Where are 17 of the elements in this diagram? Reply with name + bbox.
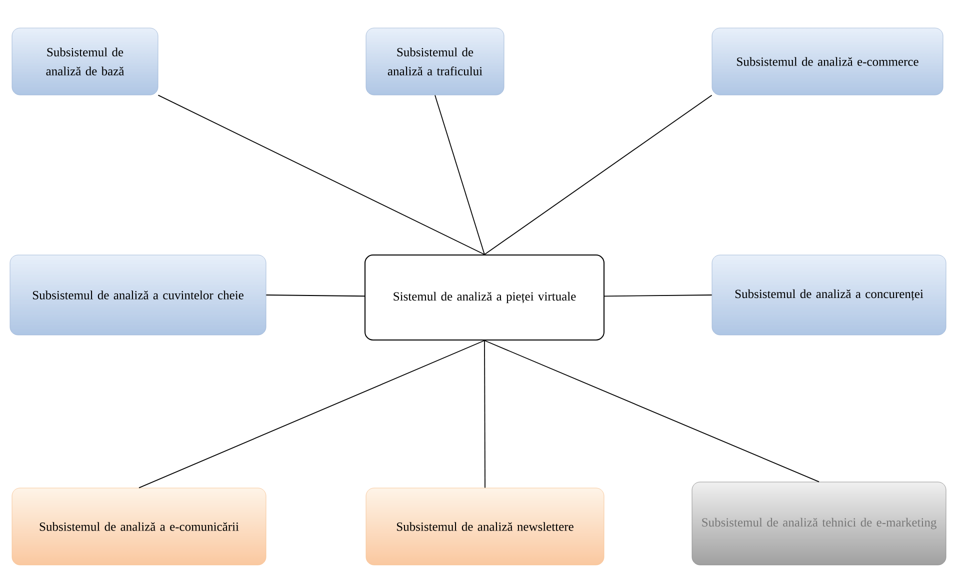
subsystem-box: Subsistemul de analiză newslettere — [366, 488, 604, 566]
subsystem-box: Subsistemul de analiză a e-comunicării — [12, 488, 266, 566]
connector-line — [158, 94, 485, 255]
connector-line — [434, 94, 485, 255]
connector-line — [138, 340, 485, 488]
subsystem-box: Subsistemul de analiză a concurenței — [712, 254, 946, 336]
system-box: Sistemul de analiză a pieței virtuale — [364, 254, 604, 340]
connector-line — [484, 340, 486, 488]
connector-line — [484, 94, 712, 255]
subsystem-box: Subsistemul de analiză a cuvintelor cheie — [10, 254, 266, 336]
connector-line — [484, 340, 820, 482]
subsystem-box: Subsistemul de analiză tehnici de e-marketing — [692, 482, 946, 566]
subsystem-box: Subsistemul de analiză e-commerce — [712, 28, 944, 96]
connector-line — [604, 294, 712, 297]
subsystem-box: Subsistemul de analiză a traficului — [366, 28, 504, 96]
subsystem-box: Subsistemul de analiză de bază — [12, 28, 158, 96]
connector-line — [266, 294, 365, 297]
